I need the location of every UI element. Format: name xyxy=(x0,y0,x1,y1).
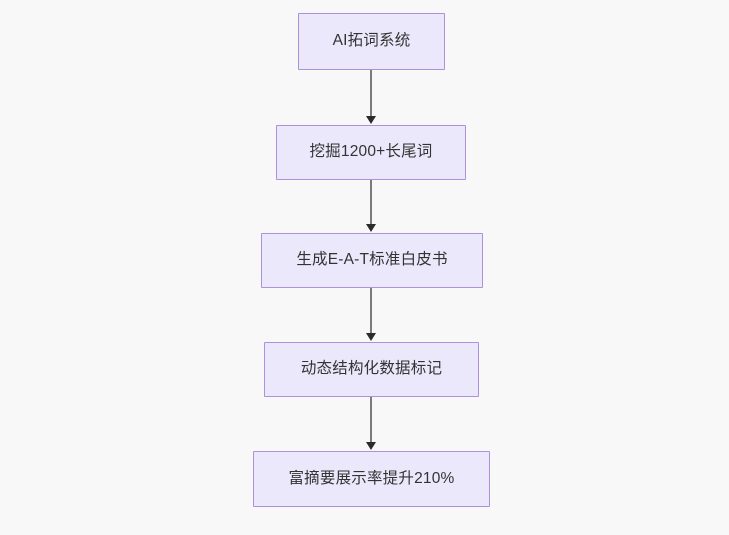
flow-node-dynamic-structured-data-markup[interactable]: 动态结构化数据标记 xyxy=(264,342,479,397)
flow-node-mine-longtail-keywords[interactable]: 挖掘1200+长尾词 xyxy=(276,125,466,180)
flow-edge-4-to-5 xyxy=(370,397,372,443)
flow-node-generate-eat-whitepaper[interactable]: 生成E-A-T标准白皮书 xyxy=(261,233,483,288)
flow-edge-1-to-2 xyxy=(370,70,372,117)
flow-node-ai-keyword-system[interactable]: AI拓词系统 xyxy=(298,13,445,70)
flow-edge-3-to-4 xyxy=(370,288,372,334)
flow-node-label: 动态结构化数据标记 xyxy=(300,360,443,378)
flow-arrowhead-3-to-4 xyxy=(366,333,376,341)
flow-node-label: 挖掘1200+长尾词 xyxy=(309,143,433,161)
flow-arrowhead-4-to-5 xyxy=(366,442,376,450)
flow-arrowhead-2-to-3 xyxy=(366,224,376,232)
flow-edge-2-to-3 xyxy=(370,180,372,225)
flow-node-label: 生成E-A-T标准白皮书 xyxy=(296,251,448,269)
flow-node-rich-snippet-impression-lift[interactable]: 富摘要展示率提升210% xyxy=(253,451,490,507)
flow-arrowhead-1-to-2 xyxy=(366,116,376,124)
flow-node-label: AI拓词系统 xyxy=(332,32,411,50)
flow-node-label: 富摘要展示率提升210% xyxy=(288,469,455,487)
